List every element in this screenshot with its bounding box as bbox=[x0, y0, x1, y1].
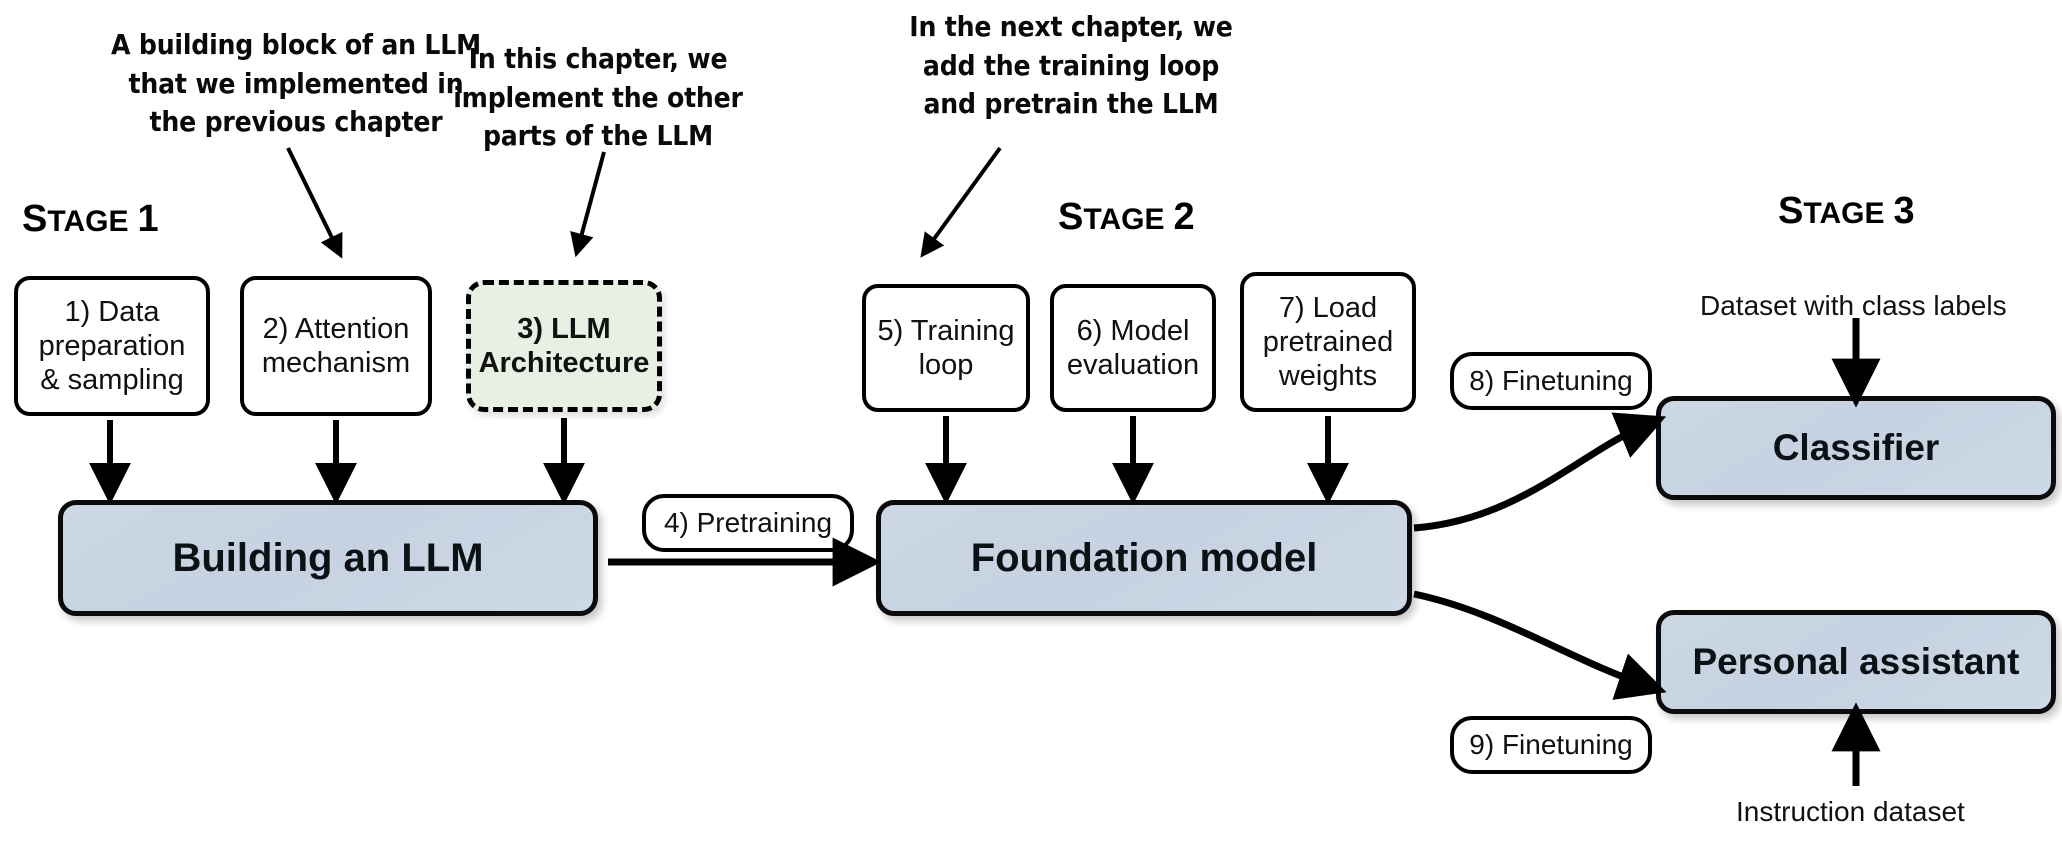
box-label: Building an LLM bbox=[172, 535, 484, 580]
arrow-foundation-to-assistant bbox=[1413, 590, 1667, 700]
node-line: 6) Model bbox=[1076, 314, 1190, 347]
node-llm-architecture[interactable]: 3) LLM Architecture bbox=[466, 280, 662, 412]
stage-label-number: 2 bbox=[1173, 196, 1195, 238]
annotation-line: In the next chapter, we bbox=[909, 10, 1233, 43]
node-line: & sampling bbox=[40, 364, 184, 397]
node-pretraining[interactable]: 4) Pretraining bbox=[642, 494, 854, 552]
stage-label-initial: S bbox=[1058, 196, 1084, 238]
node-line: weights bbox=[1278, 360, 1378, 393]
node-line: pretrained bbox=[1262, 325, 1394, 358]
box-personal-assistant[interactable]: Personal assistant bbox=[1656, 610, 2056, 714]
annotation-previous-chapter: A building block of an LLM that we imple… bbox=[106, 26, 486, 142]
stage-label-rest: TAGE bbox=[1083, 203, 1165, 236]
label-dataset-class-labels: Dataset with class labels bbox=[1700, 290, 2007, 321]
node-line: loop bbox=[918, 349, 974, 381]
node-data-preparation[interactable]: 1) Data preparation & sampling bbox=[14, 276, 210, 416]
box-label: Foundation model bbox=[970, 535, 1318, 580]
node-model-evaluation[interactable]: 6) Model evaluation bbox=[1050, 284, 1216, 412]
node-line: 5) Training bbox=[877, 314, 1015, 347]
annotation-this-chapter: In this chapter, we implement the other … bbox=[428, 40, 768, 156]
node-line: 2) Attention bbox=[262, 312, 410, 345]
annotation-line: A building block of an LLM bbox=[111, 28, 481, 61]
node-label: 8) Finetuning bbox=[1469, 365, 1633, 397]
annotation-line: the previous chapter bbox=[149, 105, 443, 139]
annotation-line: add the training loop bbox=[922, 48, 1220, 82]
label-instruction-dataset: Instruction dataset bbox=[1736, 796, 1965, 827]
annotation-line: In this chapter, we bbox=[468, 42, 728, 75]
node-line: mechanism bbox=[261, 347, 411, 379]
box-foundation-model[interactable]: Foundation model bbox=[876, 500, 1412, 616]
node-training-loop[interactable]: 5) Training loop bbox=[862, 284, 1030, 412]
box-label: Classifier bbox=[1772, 427, 1940, 468]
node-attention-mechanism[interactable]: 2) Attention mechanism bbox=[240, 276, 432, 416]
node-label: 4) Pretraining bbox=[663, 507, 833, 539]
annotation-line: and pretrain the LLM bbox=[923, 87, 1219, 121]
annotation-line: parts of the LLM bbox=[482, 119, 714, 153]
annotation-line: implement the other bbox=[453, 80, 743, 114]
node-finetuning-assistant[interactable]: 9) Finetuning bbox=[1450, 716, 1652, 774]
stage-label-number: 1 bbox=[137, 198, 159, 240]
box-classifier[interactable]: Classifier bbox=[1656, 396, 2056, 500]
stage-label-initial: S bbox=[1778, 190, 1804, 232]
arrow-foundation-to-classifier bbox=[1413, 412, 1667, 532]
leader-line-next-chapter bbox=[920, 146, 1002, 258]
box-building-an-llm[interactable]: Building an LLM bbox=[58, 500, 598, 616]
node-line: 1) Data bbox=[64, 295, 160, 328]
node-line: 3) LLM bbox=[517, 312, 611, 345]
node-line: Architecture bbox=[478, 347, 650, 379]
node-label: 9) Finetuning bbox=[1469, 729, 1633, 761]
node-line: 7) Load bbox=[1278, 291, 1378, 324]
stage-label-rest: TAGE bbox=[47, 205, 129, 238]
node-finetuning-classifier[interactable]: 8) Finetuning bbox=[1450, 352, 1652, 410]
stage-label-number: 3 bbox=[1893, 190, 1915, 232]
leader-line-this-chapter bbox=[570, 151, 606, 258]
annotation-line: that we implemented in bbox=[128, 66, 464, 100]
node-line: evaluation bbox=[1066, 349, 1200, 381]
box-label: Personal assistant bbox=[1692, 641, 2020, 682]
node-line: preparation bbox=[38, 329, 186, 362]
annotation-next-chapter: In the next chapter, we add the training… bbox=[906, 8, 1236, 124]
node-load-pretrained-weights[interactable]: 7) Load pretrained weights bbox=[1240, 272, 1416, 412]
stage-label-initial: S bbox=[22, 198, 48, 240]
stage-label-rest: TAGE bbox=[1803, 197, 1885, 230]
leader-line-previous-chapter bbox=[286, 147, 343, 259]
